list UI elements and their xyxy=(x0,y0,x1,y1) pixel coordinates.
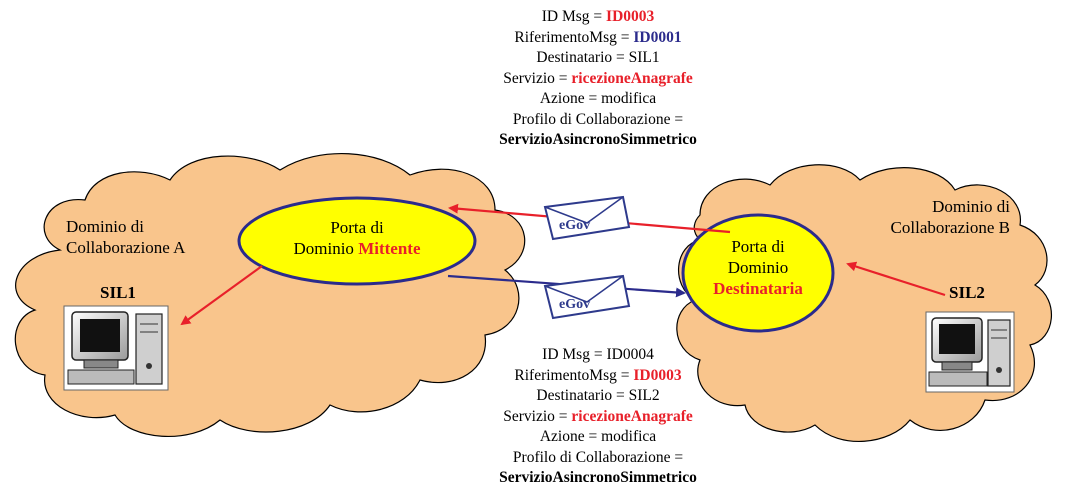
domain-a-line1: Dominio di xyxy=(66,217,144,236)
porta-destinataria-line3: Destinataria xyxy=(713,279,803,298)
bottom-msg-ref-line: RiferimentoMsg = ID0003 xyxy=(514,366,682,384)
porta-mittente-line2: Dominio Mittente xyxy=(293,239,421,258)
top-msg-profilo-value: ServizioAsincronoSimmetrico xyxy=(499,131,697,148)
egov-envelope-top-label: eGov xyxy=(559,218,590,233)
bottom-msg-servizio-line: Servizio = ricezioneAnagrafe xyxy=(503,407,693,425)
bottom-msg-profilo-label: Profilo di Collaborazione = xyxy=(512,448,684,466)
domain-b-label: Dominio di Collaborazione B xyxy=(855,196,1010,238)
top-msg-servizio-line: Servizio = ricezioneAnagrafe xyxy=(503,69,693,87)
domain-b-line2: Collaborazione B xyxy=(890,218,1010,237)
top-message-block: ID Msg = ID0003 RiferimentoMsg = ID0001 … xyxy=(418,7,778,151)
domain-a-line2: Collaborazione A xyxy=(66,238,186,257)
porta-destinataria-ellipse[interactable] xyxy=(681,213,835,333)
top-msg-azione: Azione = modifica xyxy=(539,90,657,107)
bottom-message-block: ID Msg = ID0004 RiferimentoMsg = ID0003 … xyxy=(418,345,778,489)
egov-envelope-top-icon: eGov xyxy=(543,195,631,241)
porta-mittente-line1: Porta di xyxy=(330,218,384,237)
sil2-computer-icon xyxy=(925,311,1015,393)
egov-envelope-bottom-icon: eGov xyxy=(543,274,631,320)
bottom-msg-profilo-value: ServizioAsincronoSimmetrico xyxy=(499,469,697,486)
bottom-msg-azione: Azione = modifica xyxy=(539,428,657,445)
arrow-mittente-to-sil1 xyxy=(180,265,263,326)
porta-mittente-label: Porta di Dominio Mittente xyxy=(257,217,457,259)
porta-destinataria-line1: Porta di xyxy=(731,237,785,256)
porta-mittente-ellipse[interactable] xyxy=(237,196,477,286)
domain-b-line1: Dominio di xyxy=(932,197,1010,216)
porta-destinataria-label: Porta di Dominio Destinataria xyxy=(683,236,833,299)
arrow-sil2-to-destinataria xyxy=(846,261,946,297)
porta-destinataria-line2: Dominio xyxy=(727,258,789,277)
top-msg-profilo-label: Profilo di Collaborazione = xyxy=(512,110,684,128)
domain-a-label: Dominio di Collaborazione A xyxy=(66,216,185,258)
sil1-label: SIL1 xyxy=(100,283,136,302)
top-msg-id-line: ID Msg = ID0003 xyxy=(541,8,655,25)
top-msg-ref-line: RiferimentoMsg = ID0001 xyxy=(514,28,682,46)
bottom-msg-id-line: ID Msg = ID0004 xyxy=(542,346,654,363)
bottom-msg-destinatario: Destinatario = SIL2 xyxy=(536,387,660,404)
egov-envelope-bottom-label: eGov xyxy=(559,297,590,312)
top-msg-destinatario: Destinatario = SIL1 xyxy=(536,49,660,66)
sil1-computer-icon xyxy=(63,305,169,391)
sil2-label: SIL2 xyxy=(949,283,985,302)
